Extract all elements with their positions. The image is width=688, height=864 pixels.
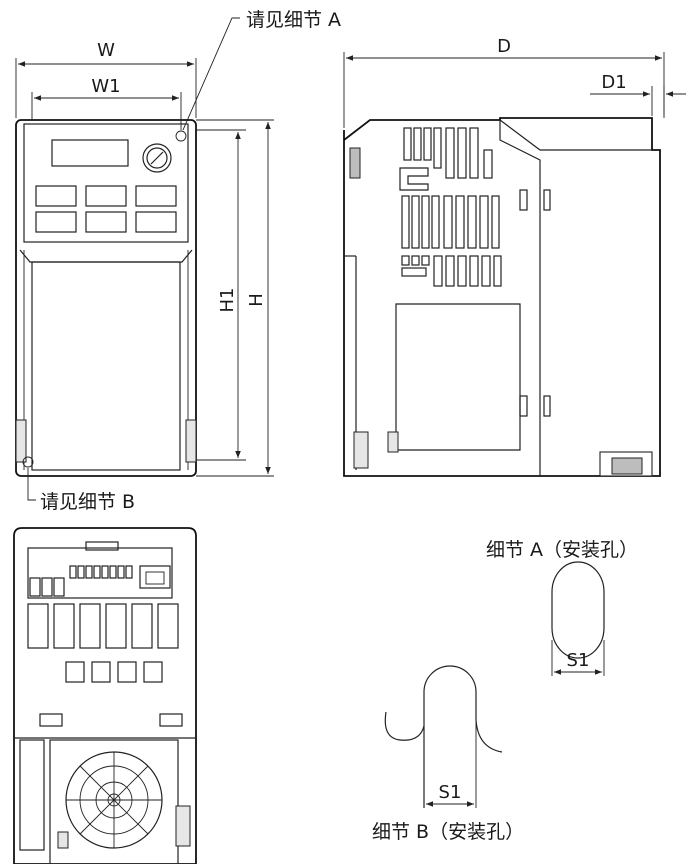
detail-b-s1: S1 — [439, 782, 462, 803]
knob-icon — [142, 143, 172, 173]
detail-b-caption: 细节 B（安装孔） — [372, 821, 524, 843]
dim-w1: W1 — [91, 76, 120, 97]
knob-side — [349, 147, 361, 179]
dim-d1: D1 — [601, 72, 626, 93]
mounting-hole-a — [551, 561, 605, 659]
side-panel — [395, 303, 521, 451]
dim-h1: H1 — [217, 288, 238, 313]
front-view — [15, 119, 197, 477]
control-terminals — [69, 565, 133, 579]
power-terminals — [27, 603, 179, 649]
terminal-block-top — [27, 547, 173, 599]
detail-a-caption: 细节 A（安装孔） — [486, 539, 638, 561]
dim-d: D — [497, 36, 511, 57]
vent-slots-mid — [401, 195, 500, 249]
dim-w: W — [97, 40, 115, 61]
callout-detail-b: 请见细节 B — [40, 491, 135, 513]
keypad — [35, 185, 177, 233]
vent-slots-top — [403, 127, 493, 179]
detail-b: S1 细节 B（安装孔） — [372, 665, 524, 843]
side-view — [343, 117, 661, 477]
bottom-view — [13, 527, 197, 864]
display-window — [51, 139, 129, 167]
dim-h: H — [246, 293, 267, 307]
vent-slots-low — [401, 255, 502, 287]
callout-detail-a: 请见细节 A — [246, 9, 341, 31]
rj45-port — [139, 565, 171, 589]
mounting-slot-b — [423, 665, 503, 808]
front-cover — [31, 261, 181, 471]
detail-a: 细节 A（安装孔） S1 — [486, 539, 638, 676]
fan-housing — [49, 739, 179, 864]
detail-a-s1: S1 — [567, 650, 590, 671]
